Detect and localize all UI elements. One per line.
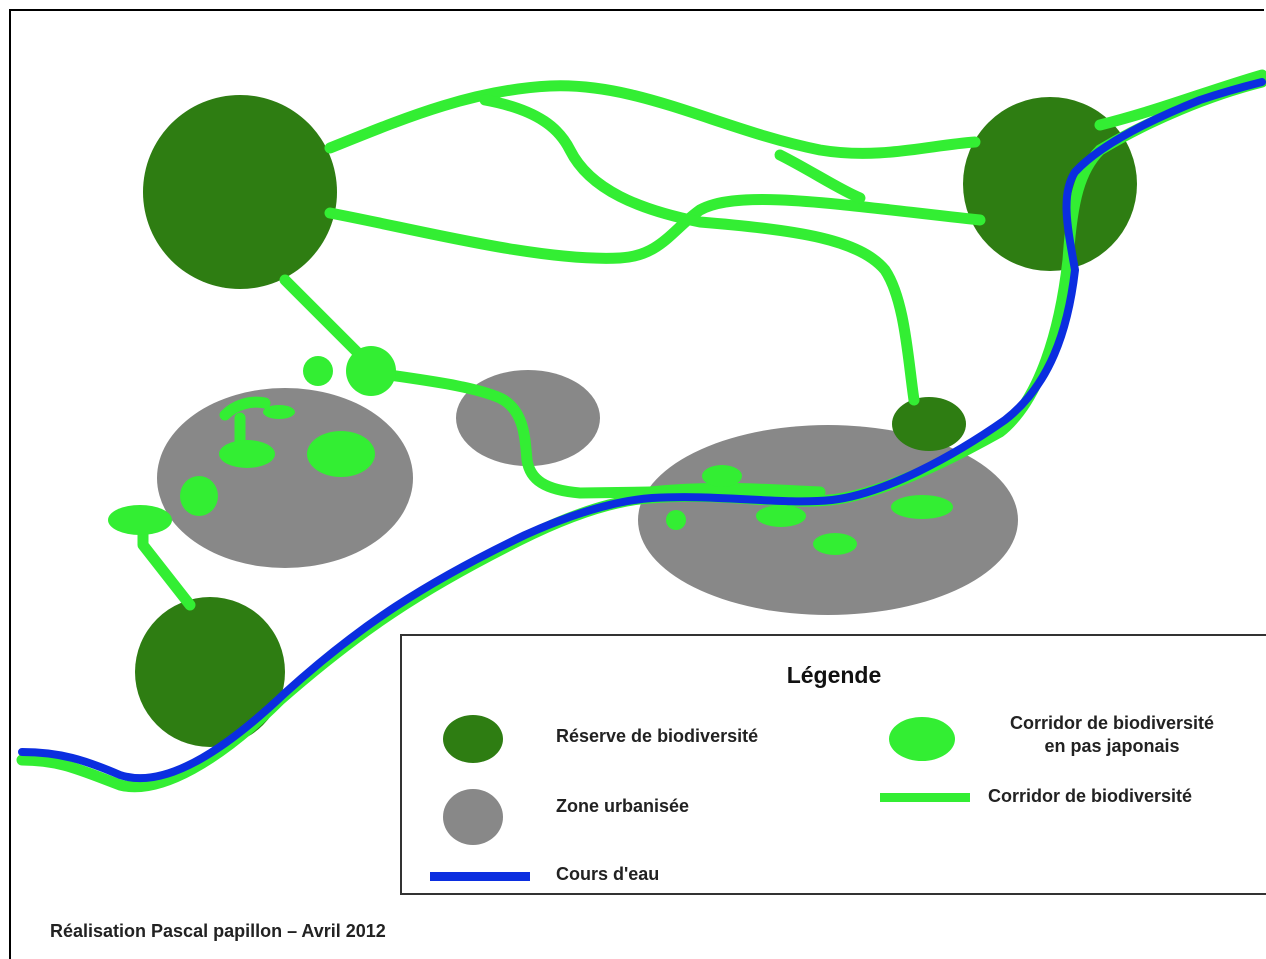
legend-label-reserve: Réserve de biodiversité xyxy=(556,726,759,746)
credit-text: Réalisation Pascal papillon – Avril 2012 xyxy=(50,921,386,941)
reserve-swatch xyxy=(443,715,503,763)
stepping-stone-corridors xyxy=(108,346,953,555)
reserve-northeast xyxy=(963,97,1137,271)
legend-box: Légende Réserve de biodiversité Zone urb… xyxy=(400,634,1266,895)
legend-label-river: Cours d'eau xyxy=(556,864,660,884)
map-frame xyxy=(9,9,1264,959)
legend-label-stepping-stone: Corridor de biodiversité en pas japonais xyxy=(972,712,1252,758)
river-swatch xyxy=(430,872,530,881)
reserve-small xyxy=(892,397,966,451)
legend-label-corridor: Corridor de biodiversité xyxy=(988,786,1193,806)
corridor-swatch xyxy=(880,793,970,802)
legend-label-stepping-stone-line1: Corridor de biodiversité xyxy=(1009,713,1215,733)
reserve-southwest xyxy=(135,597,285,747)
reserve-northwest xyxy=(143,95,337,289)
legend-label-stepping-stone-line2: en pas japonais xyxy=(1044,736,1180,756)
stepping-stone-swatch xyxy=(889,717,955,761)
river xyxy=(18,78,1266,783)
legend-label-urban: Zone urbanisée xyxy=(556,796,690,816)
legend-title: Légende xyxy=(786,662,882,688)
urban-swatch xyxy=(443,789,503,845)
